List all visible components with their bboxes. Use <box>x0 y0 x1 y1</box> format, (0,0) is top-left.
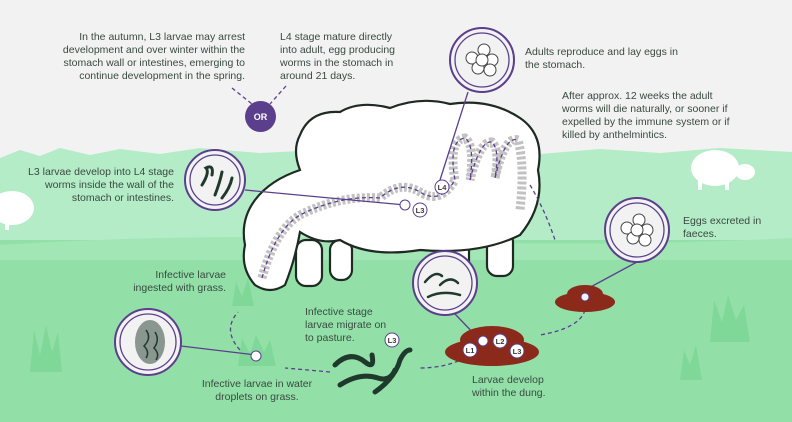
caption-autumn: In the autumn, L3 larvae may arrest deve… <box>62 31 245 82</box>
background-sheep-icon <box>0 150 755 230</box>
caption-l3-develop: L3 larvae develop into L4 stage worms in… <box>28 166 174 204</box>
eggs-icon <box>620 213 654 247</box>
stage-l4-gut: L4 <box>438 183 448 192</box>
worms-icon <box>200 165 234 200</box>
eggs-stomach-inset <box>449 27 515 93</box>
stage-badges: L1 L2 L3 L3 L4 L3 <box>250 179 525 362</box>
grass-tuft-icon <box>30 278 750 380</box>
eggs-faeces-inset <box>604 197 670 263</box>
caption-eggs-excreted: Eggs excreted in faeces. <box>683 215 762 240</box>
stage-l1: L1 <box>466 346 475 355</box>
water-droplet-inset <box>114 308 182 376</box>
caption-after-12-weeks: After approx. 12 weeks the adult worms w… <box>562 90 730 141</box>
worms-gut-wall-inset <box>184 149 246 211</box>
caption-water-droplets: Infective larvae in water droplets on gr… <box>201 378 313 403</box>
eggs-icon <box>465 43 499 77</box>
or-badge: OR <box>245 101 276 132</box>
worms-dung-inset <box>412 250 478 316</box>
caption-adults: Adults reproduce and lay eggs in the sto… <box>525 46 678 71</box>
stage-l3: L3 <box>513 347 522 356</box>
stage-l3-gut: L3 <box>416 206 425 215</box>
stage-l2: L2 <box>496 337 505 346</box>
sheep-illustration <box>242 99 541 292</box>
stage-l3-pasture: L3 <box>388 336 397 345</box>
caption-ingested: Infective larvae ingested with grass. <box>133 269 226 294</box>
water-droplet-icon <box>135 320 165 364</box>
worms-icon <box>423 272 462 299</box>
caption-l4-mature: L4 stage mature directly into adult, egg… <box>280 31 396 82</box>
larvae-worms-icon <box>332 347 413 395</box>
caption-migrate: Infective stage larvae migrate on to pas… <box>305 306 387 344</box>
caption-larvae-develop: Larvae develop within the dung. <box>472 374 546 399</box>
